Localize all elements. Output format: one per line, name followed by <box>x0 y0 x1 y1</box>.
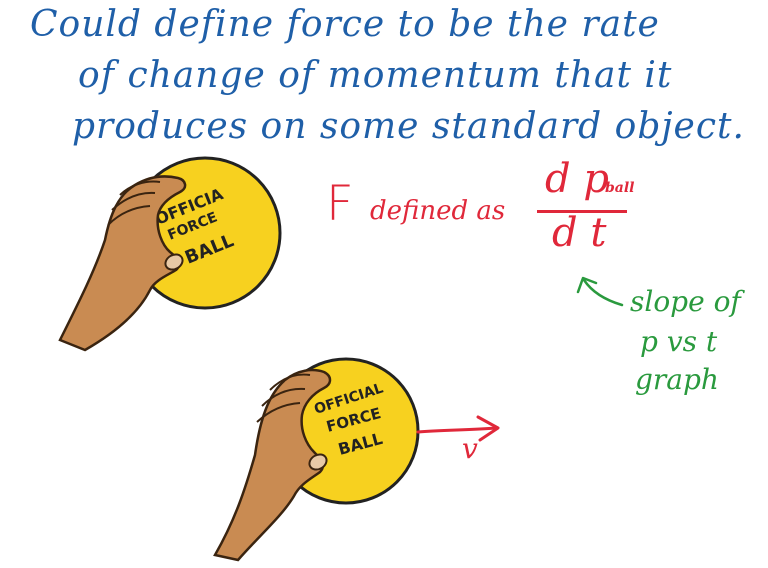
hand-bottom-finger-1 <box>269 373 311 391</box>
fraction-bar <box>537 210 627 213</box>
fraction-denominator: d t <box>552 210 607 256</box>
hand-top <box>58 175 187 352</box>
annotation-line-2: p vs t <box>640 325 718 358</box>
hand-bottom <box>213 368 332 562</box>
slope-pointer-arrow <box>576 276 624 307</box>
slope-pointer-shaft <box>582 278 624 307</box>
annotation-line-1: slope of <box>630 285 741 318</box>
velocity-arrow <box>416 415 500 442</box>
hand-top-thumbnail <box>164 253 184 271</box>
velocity-arrow-shaft <box>416 426 498 434</box>
hand-top-finger-1 <box>119 180 161 196</box>
hand-bottom-finger-3 <box>256 402 301 423</box>
force-symbol: F <box>326 176 354 232</box>
hand-bottom-shape <box>213 368 332 562</box>
hand-top-finger-2 <box>111 191 156 211</box>
heading-line-3: produces on some standard object. <box>72 106 745 147</box>
fraction-numerator: d p <box>545 156 609 202</box>
velocity-arrow-head <box>476 415 500 442</box>
hand-bottom-thumbnail <box>308 453 328 471</box>
fraction-subscript: ball <box>605 180 635 196</box>
annotation-line-3: graph <box>635 363 719 396</box>
hand-bottom-finger-2 <box>261 387 306 407</box>
velocity-label: v <box>462 432 478 465</box>
slope-pointer-head <box>576 276 598 294</box>
hand-top-finger-3 <box>107 205 151 226</box>
heading-line-2: of change of momentum that it <box>78 55 673 96</box>
heading-line-1: Could define force to be the rate <box>30 4 660 45</box>
defined-as-text: defined as <box>370 196 506 226</box>
